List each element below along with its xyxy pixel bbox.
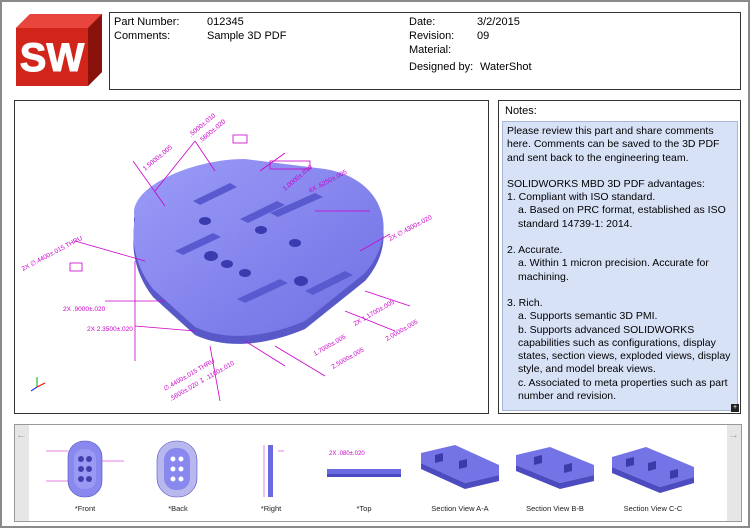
dim-label: 2.5000±.005 xyxy=(331,346,366,370)
prev-views-button[interactable]: ← xyxy=(15,425,29,521)
thumbnail-label: *Right xyxy=(260,504,282,513)
notes-line: b. Supports advanced SOLIDWORKS capabili… xyxy=(518,323,731,376)
notes-line: a. Supports semantic 3D PMI. xyxy=(518,310,658,323)
notes-line: 2. Accurate. xyxy=(507,244,563,257)
solidworks-logo: SW xyxy=(16,14,102,86)
designed-by-label: Designed by: xyxy=(409,61,474,73)
next-views-button[interactable]: → xyxy=(727,425,741,521)
comments-value: Sample 3D PDF xyxy=(207,30,287,42)
axis-triad-icon xyxy=(30,377,46,392)
part-model[interactable] xyxy=(133,159,384,344)
notes-expand-icon[interactable]: + xyxy=(731,404,739,412)
notes-line: 1. Compliant with ISO standard. xyxy=(507,191,656,204)
dim-label: 2X ∅.4400±.015 THRU xyxy=(21,235,84,273)
date-value: 3/2/2015 xyxy=(477,16,520,28)
notes-line: 3. Rich. xyxy=(507,296,543,309)
pmi-annotations xyxy=(69,134,411,402)
dim-label: 2X 2.3500±.020 xyxy=(87,326,133,333)
view-thumbnail-right[interactable]: *Right xyxy=(226,431,316,517)
thumbnail-label: Section View B-B xyxy=(526,504,584,513)
thumbnail-label: *Top xyxy=(356,504,372,513)
notes-panel: Notes: Please review this part and share… xyxy=(498,100,741,414)
thumbnail-label: Section View C-C xyxy=(623,504,683,513)
notes-line: Please review this part and share commen… xyxy=(507,125,720,164)
dim-label: 1.5000±.005 xyxy=(142,144,174,173)
part-number-value: 012345 xyxy=(207,16,244,28)
notes-title: Notes: xyxy=(505,105,537,117)
thumbnail-label: *Back xyxy=(168,504,188,513)
dim-label: 1.7000±.005 xyxy=(313,333,348,357)
notes-line: c. Associated to meta properties such as… xyxy=(518,376,728,403)
view-thumbnail-section-c[interactable]: Section View C-C xyxy=(608,431,698,517)
date-label: Date: xyxy=(409,16,436,28)
revision-value: 09 xyxy=(477,30,490,42)
dim-label: 2X .9000±.020 xyxy=(63,306,106,313)
top-view-dim: 2X .080±.020 xyxy=(329,451,365,457)
notes-line: SOLIDWORKS MBD 3D PDF advantages: xyxy=(507,177,705,190)
dim-label: 2X ∅.4300±.020 xyxy=(388,214,434,243)
view-thumbnail-front[interactable]: *Front xyxy=(40,431,130,517)
title-block: Part Number: 012345 Comments: Sample 3D … xyxy=(109,12,741,90)
view-thumbnail-section-a[interactable]: Section View A-A xyxy=(415,431,505,517)
notes-line: a. Within 1 micron precision. Accurate f… xyxy=(518,257,709,283)
view-thumbnail-top[interactable]: 2X .080±.020 *Top xyxy=(319,431,409,517)
svg-text:SW: SW xyxy=(20,36,85,80)
revision-label: Revision: xyxy=(409,30,455,42)
notes-line: a. Based on PRC format, established as I… xyxy=(518,204,726,230)
thumbnail-label: *Front xyxy=(74,504,96,513)
arrow-left-icon: ← xyxy=(16,429,27,441)
view-thumbnail-section-b[interactable]: Section View B-B xyxy=(510,431,600,517)
view-thumbnail-strip: ← → *Front *Back xyxy=(14,424,742,522)
thumbnail-label: Section View A-A xyxy=(431,504,489,513)
material-label: Material: xyxy=(409,44,452,56)
arrow-right-icon: → xyxy=(728,429,739,441)
comments-label: Comments: xyxy=(114,30,171,42)
dim-label: 2.0000±.005 xyxy=(385,318,420,342)
view-thumbnail-back[interactable]: *Back xyxy=(133,431,223,517)
part-number-label: Part Number: xyxy=(114,16,180,28)
3d-model-viewport[interactable]: .5000±.010 .5600±.020 1.5000±.005 1.0000… xyxy=(14,100,489,414)
dim-label: 2X 1.1700±.005 xyxy=(353,299,397,328)
designed-by-value: WaterShot xyxy=(480,61,532,73)
notes-textarea[interactable]: Please review this part and share commen… xyxy=(502,121,738,411)
